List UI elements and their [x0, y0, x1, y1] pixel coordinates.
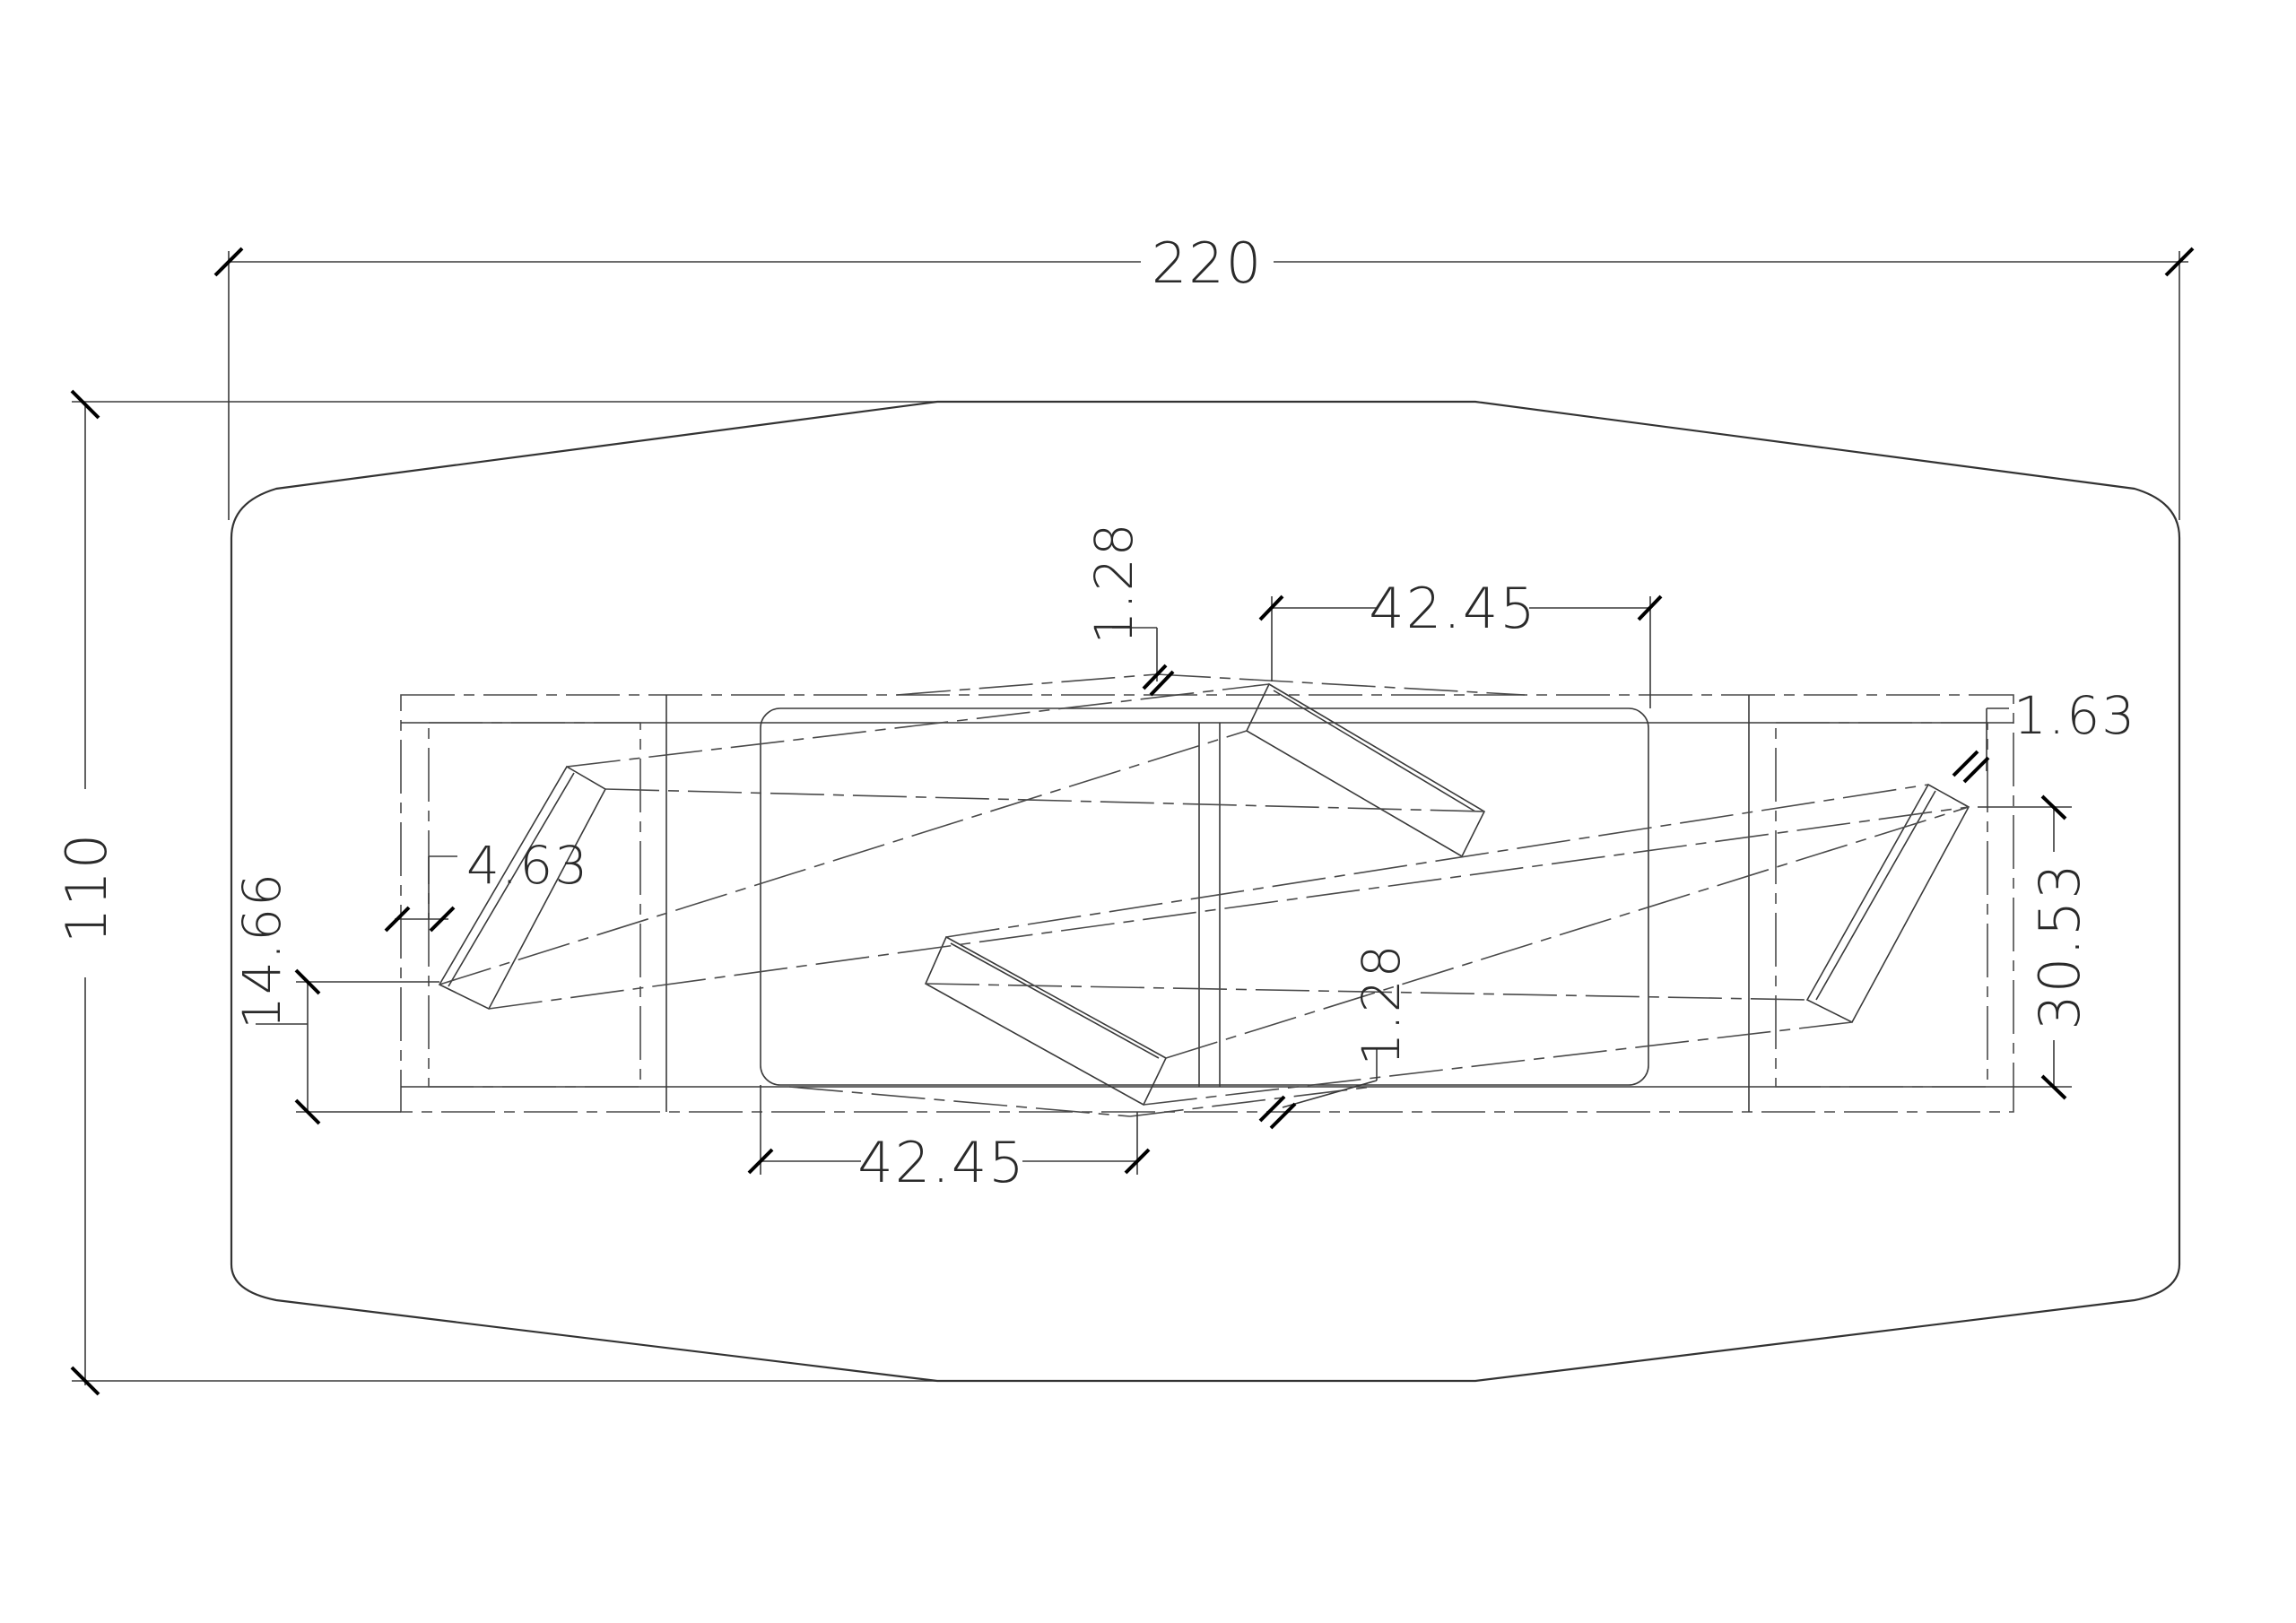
- cross-legs: [438, 673, 1970, 1117]
- overall-depth-label: 110: [54, 832, 119, 943]
- left-depth-label: 14.66: [231, 872, 292, 1029]
- right-depth-label: 30.53: [2027, 862, 2092, 1030]
- table-top-outline: [230, 400, 2181, 1383]
- base-frame: [400, 694, 2014, 1113]
- bottom-gap-label: 1.28: [1351, 942, 1412, 1065]
- right-gap-label: 1.63: [2013, 685, 2136, 746]
- bottom-span-label: 42.45: [857, 1130, 1026, 1195]
- top-span-label: 42.45: [1369, 576, 1537, 641]
- overall-width-dimension: 220: [213, 230, 2195, 520]
- overall-width-label: 220: [1152, 230, 1263, 296]
- right-depth-dimension: 30.53: [1978, 794, 2092, 1100]
- left-depth-dimension: 14.66: [231, 872, 439, 1125]
- left-offset-label: 4.63: [466, 835, 589, 896]
- top-gap-dimension: 1.28: [1083, 521, 1175, 697]
- left-offset-dimension: 4.63: [384, 835, 589, 933]
- bottom-span-dimension: 42.45: [747, 1085, 1151, 1195]
- overall-depth-dimension: 110: [54, 389, 942, 1396]
- right-gap-dimension: 1.63: [1952, 685, 2136, 784]
- top-gap-label: 1.28: [1083, 521, 1144, 644]
- bottom-gap-dimension: 1.28: [1258, 942, 1412, 1130]
- top-span-dimension: 42.45: [1258, 576, 1663, 708]
